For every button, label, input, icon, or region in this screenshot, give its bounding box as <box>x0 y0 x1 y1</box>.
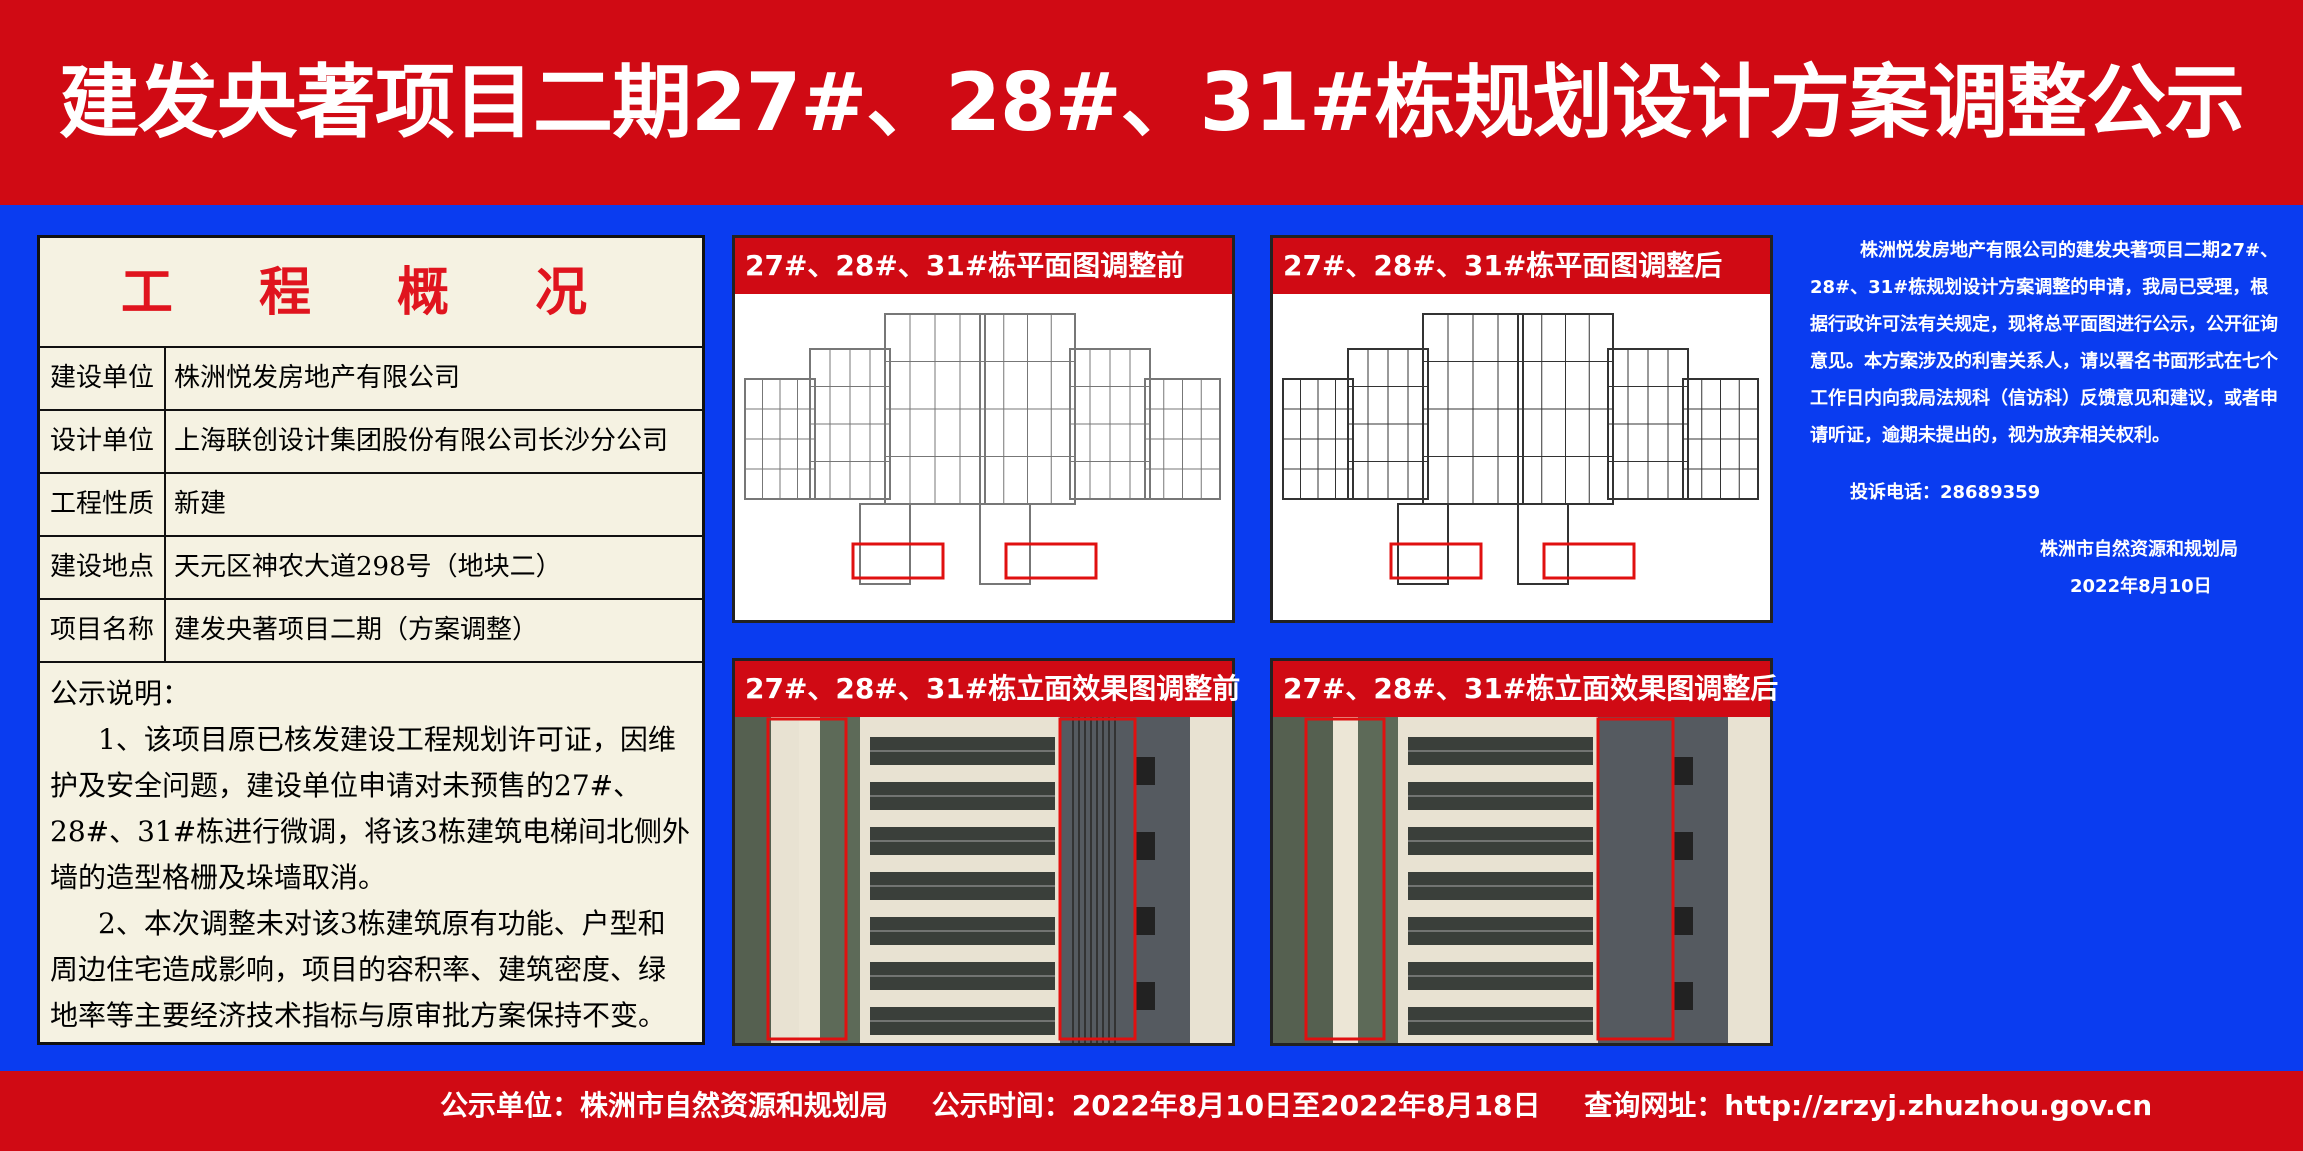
page-title: 建发央著项目二期27#、28#、31#栋规划设计方案调整公示 <box>0 0 2303 205</box>
window <box>1673 907 1693 935</box>
panel-title: 27#、28#、31#栋平面图调整后 <box>1273 238 1770 294</box>
row-value: 新建 <box>174 489 227 519</box>
facade-pier <box>795 717 820 1043</box>
highlight-box <box>766 717 848 1041</box>
window <box>1673 982 1693 1010</box>
elevation-before-image <box>735 717 1232 1043</box>
footer-time: 公示时间：2022年8月10日至2022年8月18日 <box>931 1089 1541 1122</box>
footer-url[interactable]: 查询网址：http://zrzyj.zhuzhou.gov.cn <box>1584 1089 2153 1122</box>
highlight-box <box>1542 542 1636 580</box>
elevation-after-image <box>1273 717 1770 1043</box>
notice-issuer: 株洲市自然资源和规划局 <box>2040 539 2238 560</box>
floor-plan-after-panel: 27#、28#、31#栋平面图调整后 <box>1270 235 1773 623</box>
facade-wall <box>820 717 860 1043</box>
footer-bar: 公示单位：株洲市自然资源和规划局 公示时间：2022年8月10日至2022年8月… <box>0 1071 2303 1151</box>
window <box>1135 832 1155 860</box>
panel-title: 27#、28#、31#栋平面图调整前 <box>735 238 1232 294</box>
elevation-after-panel: 27#、28#、31#栋立面效果图调整后 <box>1270 658 1778 1046</box>
row-key: 设计单位 <box>40 411 166 472</box>
row-value: 天元区神农大道298号（地块二） <box>174 552 562 582</box>
table-row: 设计单位上海联创设计集团股份有限公司长沙分公司 <box>40 411 702 474</box>
footer-unit: 公示单位：株洲市自然资源和规划局 <box>440 1089 889 1122</box>
note-1: 1、该项目原已核发建设工程规划许可证，因维护及安全问题，建设单位申请对未预售的2… <box>50 723 690 894</box>
highlight-box <box>1004 542 1098 580</box>
highlight-box <box>1596 717 1675 1041</box>
window <box>1673 832 1693 860</box>
table-row: 建设单位株洲悦发房地产有限公司 <box>40 348 702 411</box>
table-row: 建设地点天元区神农大道298号（地块二） <box>40 537 702 600</box>
facade-pier <box>1190 717 1232 1043</box>
highlight-box <box>1389 542 1483 580</box>
overview-heading: 工 程 概 况 <box>40 238 702 348</box>
panel-title: 27#、28#、31#栋立面效果图调整后 <box>1273 661 1778 717</box>
table-row: 项目名称建发央著项目二期（方案调整） <box>40 600 702 663</box>
project-overview-table: 工 程 概 况 建设单位株洲悦发房地产有限公司 设计单位上海联创设计集团股份有限… <box>37 235 705 1045</box>
row-value: 建发央著项目二期（方案调整） <box>174 615 539 645</box>
complaint-phone: 投诉电话：28689359 <box>1850 482 2041 503</box>
pier-wall <box>771 717 799 1043</box>
window <box>1135 757 1155 785</box>
notice-date: 2022年8月10日 <box>2070 576 2212 597</box>
facade-pier <box>1333 717 1358 1043</box>
row-value: 株洲悦发房地产有限公司 <box>174 363 461 393</box>
panel-title: 27#、28#、31#栋立面效果图调整前 <box>735 661 1240 717</box>
facade-wall <box>1358 717 1398 1043</box>
notes-title: 公示说明： <box>50 677 191 710</box>
highlight-box <box>851 542 945 580</box>
row-key: 建设单位 <box>40 348 166 409</box>
row-value: 上海联创设计集团股份有限公司长沙分公司 <box>174 426 669 456</box>
floor-plan-after-image <box>1282 313 1759 585</box>
row-key: 工程性质 <box>40 474 166 535</box>
window <box>1135 907 1155 935</box>
row-key: 建设地点 <box>40 537 166 598</box>
row-key: 项目名称 <box>40 600 166 661</box>
floor-plan-before-image <box>744 313 1221 585</box>
facade-wall <box>1273 717 1333 1043</box>
highlight-box <box>1304 717 1386 1041</box>
notice-body: 株洲悦发房地产有限公司的建发央著项目二期27#、28#、31#栋规划设计方案调整… <box>1810 240 2279 446</box>
notice-notes: 公示说明： 1、该项目原已核发建设工程规划许可证，因维护及安全问题，建设单位申请… <box>40 663 702 1047</box>
facade-pier <box>1728 717 1770 1043</box>
elevation-before-panel: 27#、28#、31#栋立面效果图调整前 <box>732 658 1240 1046</box>
highlight-box <box>1058 717 1137 1041</box>
floor-plan-before-panel: 27#、28#、31#栋平面图调整前 <box>732 235 1235 623</box>
table-row: 工程性质新建 <box>40 474 702 537</box>
note-2: 2、本次调整未对该3栋建筑原有功能、户型和周边住宅造成影响，项目的容积率、建筑密… <box>50 907 667 1032</box>
window <box>1135 982 1155 1010</box>
window <box>1673 757 1693 785</box>
public-notice: 株洲悦发房地产有限公司的建发央著项目二期27#、28#、31#栋规划设计方案调整… <box>1810 232 2280 605</box>
